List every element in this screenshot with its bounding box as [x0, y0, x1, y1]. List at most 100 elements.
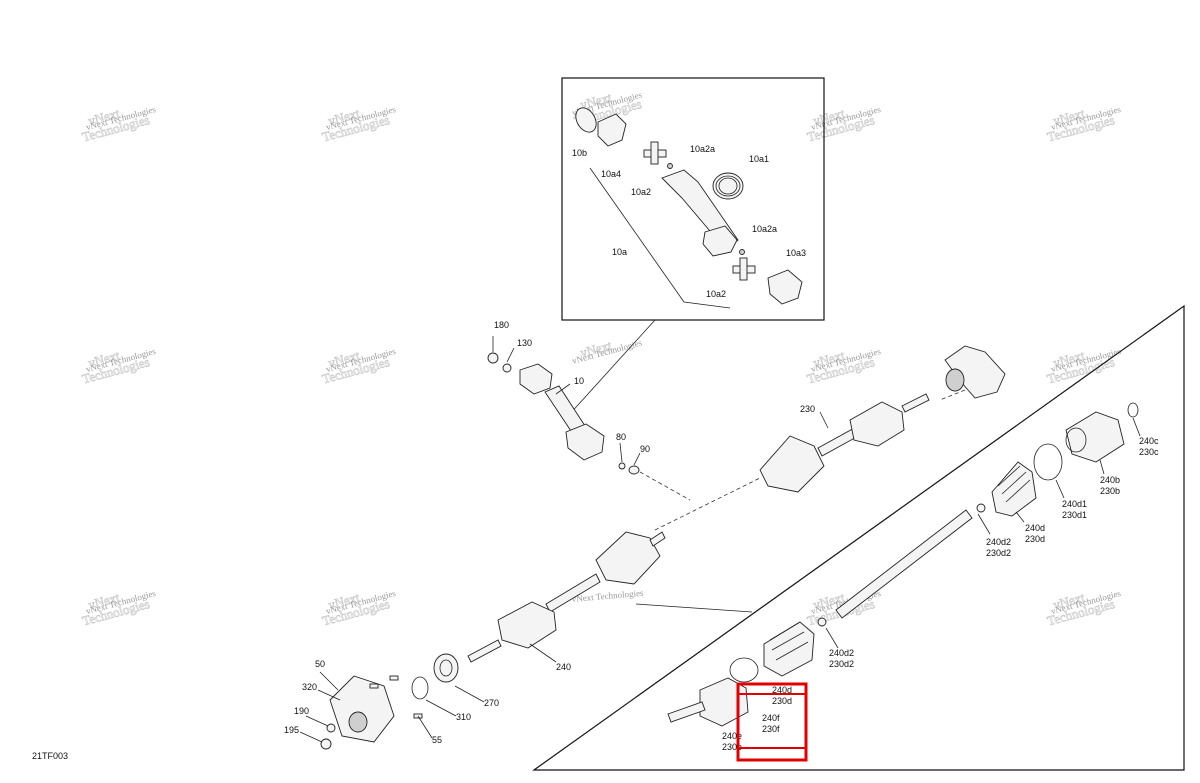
inner-joint-230 [849, 401, 905, 447]
callout-240d2: 240d2 [986, 537, 1011, 547]
highlight-frame [736, 682, 808, 762]
watermark: vNext Technologies vNext Technologies [1045, 588, 1122, 629]
hub-center [348, 711, 368, 733]
driveshaft-240 [467, 531, 666, 663]
watermark: vNext Technologies vNext Technologies [805, 346, 882, 387]
inset-parts [575, 107, 803, 309]
callout-10a2a-lower: 10a2a [752, 224, 777, 234]
shaft-240a [835, 509, 973, 619]
callout-90: 90 [640, 444, 650, 454]
watermark: vNext Technologies vNext Technologies [805, 104, 882, 145]
callout-10a4: 10a4 [601, 169, 621, 179]
diagram-code: 21TF003 [32, 751, 68, 761]
joint-240b [1065, 411, 1125, 463]
hub-labels: 270 310 55 50 320 190 195 [284, 659, 499, 745]
circlip-240c [1127, 402, 1139, 418]
clamp-240f [729, 657, 759, 683]
yoke-10a3 [767, 269, 803, 305]
callout-190: 190 [294, 706, 309, 716]
callout-230d: 230d [1025, 534, 1045, 544]
callout-240d-lower: 240d [772, 685, 792, 695]
yoke-front [519, 363, 553, 395]
callout-230d1: 230d1 [1062, 510, 1087, 520]
washer-190 [326, 723, 336, 733]
cross-joint-10a2 [643, 141, 667, 165]
boot-10a1 [712, 172, 744, 200]
callout-10a2-lower: 10a2 [706, 289, 726, 299]
callout-10: 10 [574, 376, 584, 386]
watermark: vNext Technologies vNext Technologies [1045, 104, 1122, 145]
washer-130 [502, 363, 512, 373]
cross-joint-10a2-lower [732, 257, 756, 281]
bearing-top [945, 368, 965, 392]
highlight-box-240f: 240f 230f [736, 682, 808, 762]
nut-180 [487, 352, 499, 364]
callout-240d2-lower: 240d2 [829, 648, 854, 658]
callout-10a2a: 10a2a [690, 144, 715, 154]
watermark: vNext Technologies vNext Technologies [80, 104, 157, 145]
fitting-80 [618, 462, 626, 470]
callout-130: 130 [517, 338, 532, 348]
stub-240e [667, 701, 706, 723]
callout-10b: 10b [572, 148, 587, 158]
exploded-labels: 240c 230c 240b 230b 240d1 230d1 240d 230… [722, 436, 1159, 752]
bracket-10a [589, 167, 731, 309]
callout-240b: 240b [1100, 475, 1120, 485]
callout-320: 320 [302, 682, 317, 692]
triangle-leader-line [635, 603, 753, 613]
clamp-240d2 [976, 503, 986, 513]
outer-joint-240 [497, 601, 557, 649]
boot-240d [991, 461, 1037, 517]
callout-310: 310 [456, 712, 471, 722]
driveshaft-230 [759, 345, 1006, 493]
clamp-240d2-lower [817, 617, 827, 627]
inset-leader-line [567, 319, 656, 417]
flange-10b [575, 107, 597, 133]
callout-240d: 240d [1025, 523, 1045, 533]
callout-240e: 240e [722, 731, 742, 741]
bearing-270 [433, 653, 459, 683]
assembly-centerline [639, 389, 966, 531]
exploded-driveshaft-parts [667, 402, 1141, 727]
inset-labels: 10b 10a4 10a2 10a2a 10a1 10a 10a2a 10a3 … [572, 144, 806, 299]
watermark: vNext Technologies vNext Technologies [320, 104, 397, 145]
watermark: vNext Technologies vNext Technologies [320, 346, 397, 387]
callout-230c: 230c [1139, 447, 1159, 457]
callout-230e: 230e [722, 742, 742, 752]
callout-230b: 230b [1100, 486, 1120, 496]
watermark: vNext Technologies vNext Technologies [320, 588, 397, 629]
callout-10a3: 10a3 [786, 248, 806, 258]
callout-80: 80 [616, 432, 626, 442]
stub-outer-240 [467, 639, 502, 663]
nut-195 [320, 738, 332, 750]
callout-230d2: 230d2 [986, 548, 1011, 558]
callout-230d-lower: 230d [772, 696, 792, 706]
yoke-10a4 [597, 113, 627, 147]
yoke-lower [702, 225, 738, 257]
stub-240 [649, 531, 666, 547]
inset-frame-propshaft [561, 77, 825, 321]
hub-50 [329, 675, 395, 743]
callout-240c: 240c [1139, 436, 1159, 446]
hub-assembly [299, 653, 485, 750]
propshaft-labels: 180 130 10 80 90 [494, 320, 650, 454]
watermark: vNext Technologies vNext Technologies [80, 346, 157, 387]
callout-180: 180 [494, 320, 509, 330]
callout-10a: 10a [612, 247, 627, 257]
callout-55: 55 [432, 735, 442, 745]
clamp-240d1 [1033, 443, 1063, 481]
boot-240d-lower [763, 621, 815, 677]
callout-240: 240 [556, 662, 571, 672]
callout-230f: 230f [762, 724, 780, 734]
callout-10a2: 10a2 [631, 187, 651, 197]
outer-joint-230 [759, 435, 825, 493]
stub-230 [901, 393, 930, 413]
watermark: vNext Technologies vNext Technologies [80, 588, 157, 629]
callout-240d1: 240d1 [1062, 499, 1087, 509]
callout-230d2-lower: 230d2 [829, 659, 854, 669]
washer-90 [628, 465, 640, 475]
stud-320 [369, 683, 379, 689]
callout-240f: 240f [762, 713, 780, 723]
callout-10a1: 10a1 [749, 154, 769, 164]
